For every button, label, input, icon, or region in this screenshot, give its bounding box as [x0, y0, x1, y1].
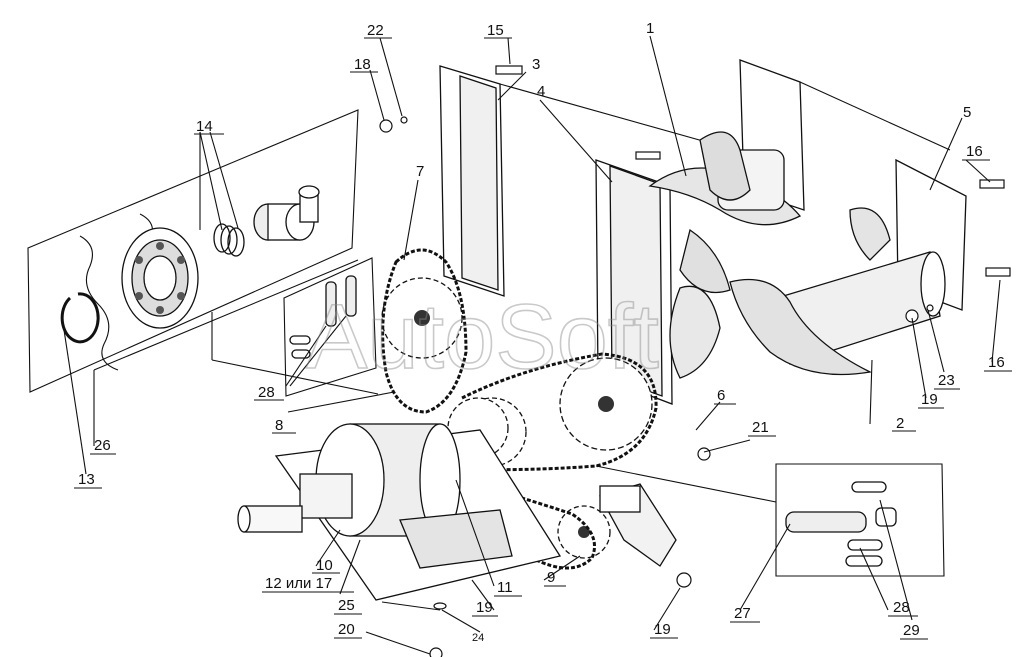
washer-icon [433, 602, 447, 610]
callout-underlines [74, 37, 1012, 640]
washer-icon [926, 304, 934, 312]
frame-panel-left [439, 65, 736, 297]
nut-icon [905, 309, 919, 323]
fasteners [379, 65, 1011, 657]
callout-8: 8 [275, 417, 283, 434]
bolt-icon [635, 151, 661, 160]
callout-19-bottom: 19 [654, 621, 671, 638]
callout-7: 7 [416, 163, 424, 180]
frame-panel-middle [595, 159, 673, 405]
chain-links-inset-left [283, 257, 377, 397]
leader-lines [63, 35, 1001, 655]
tensioner-bracket [599, 483, 677, 567]
callout-4: 4 [537, 83, 545, 100]
callout-19-center: 19 [476, 599, 493, 616]
bolt-icon [495, 65, 523, 75]
callout-18: 18 [354, 56, 371, 73]
snap-ring-icon [60, 292, 100, 344]
callout-6: 6 [717, 387, 725, 404]
callout-3: 3 [532, 56, 540, 73]
callout-labels: 1 2 3 4 5 6 7 8 9 10 11 12 или 17 13 14 … [78, 20, 1005, 644]
callout-20: 20 [338, 621, 355, 638]
callout-10: 10 [316, 557, 333, 574]
upper-auger [648, 131, 802, 294]
bolt-icon [979, 179, 1005, 189]
callout-1: 1 [646, 20, 654, 37]
bolt-icon [985, 267, 1011, 277]
callout-23: 23 [938, 372, 955, 389]
bearing-detail-inset [27, 109, 359, 393]
callout-28-left: 28 [258, 384, 275, 401]
sprocket-lower [557, 505, 611, 559]
callout-16-lower: 16 [988, 354, 1005, 371]
watermark: AutoSoft [306, 286, 659, 388]
nut-icon [676, 572, 692, 588]
nut-icon [429, 647, 443, 657]
callout-19-right: 19 [921, 391, 938, 408]
callout-24: 24 [472, 632, 484, 644]
callout-11: 11 [497, 579, 513, 596]
drive-hub [237, 423, 562, 601]
washer-icon [400, 116, 408, 124]
callout-26: 26 [94, 437, 111, 454]
nut-icon [379, 119, 393, 133]
callout-22: 22 [367, 22, 384, 39]
bearing-icon [121, 227, 199, 329]
callout-2: 2 [896, 415, 904, 432]
callout-27: 27 [734, 605, 751, 622]
callout-28-right: 28 [893, 599, 910, 616]
sprocket-large-right [559, 357, 653, 451]
callout-9: 9 [547, 569, 555, 586]
callout-16-upper: 16 [966, 143, 983, 160]
spring-icon [213, 223, 245, 257]
callout-14: 14 [196, 118, 213, 135]
chain-links-inset-right [775, 463, 945, 577]
nut-icon [697, 447, 711, 461]
callout-25: 25 [338, 597, 355, 614]
callout-29: 29 [903, 622, 920, 639]
callout-12-or-17: 12 или 17 [265, 575, 332, 592]
sprocket-upper-left [381, 277, 463, 359]
callout-15: 15 [487, 22, 504, 39]
callout-21: 21 [752, 419, 769, 436]
callout-5: 5 [963, 104, 971, 121]
bushing-icon [253, 185, 320, 241]
lower-auger [669, 207, 946, 379]
callout-13: 13 [78, 471, 95, 488]
